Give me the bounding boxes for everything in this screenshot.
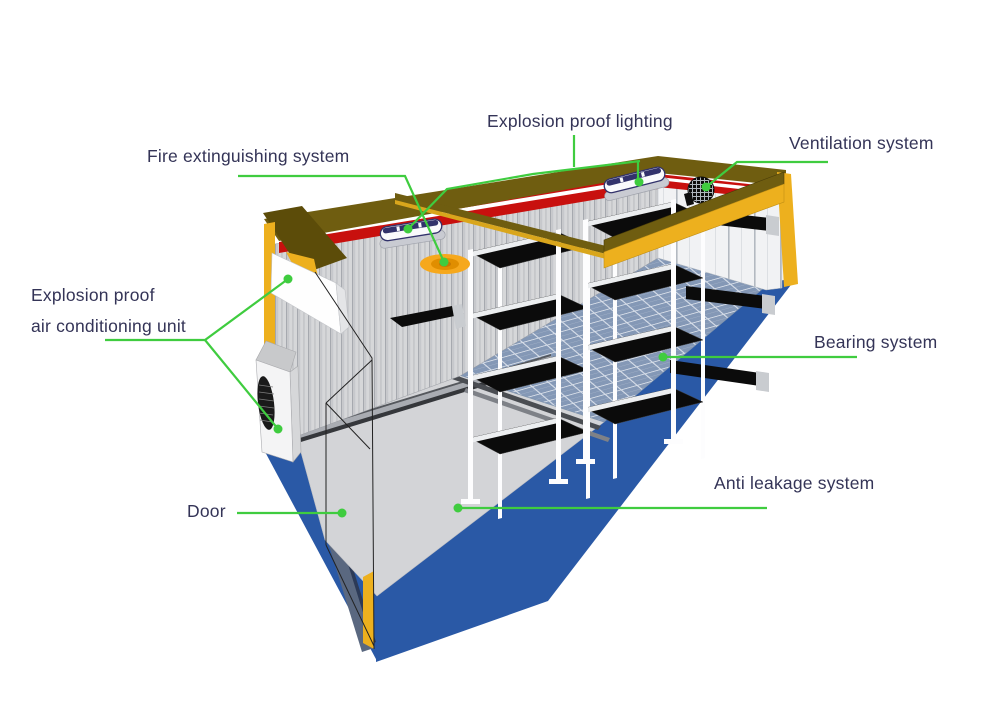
leader-lighting-left: [407, 159, 641, 230]
callout-leader-dots: [273, 177, 711, 518]
label-ac-line2: air conditioning unit: [31, 316, 186, 336]
door-outline: [314, 271, 375, 650]
roof-corner-chevron: [263, 206, 347, 274]
ac-outdoor-unit: [255, 340, 302, 463]
label-door: Door: [187, 501, 226, 521]
light-fixture-right: [603, 166, 670, 201]
leader-fire-extinguishing: [238, 174, 446, 263]
label-ac-line1: Explosion proof: [31, 285, 155, 305]
label-anti-leakage-system: Anti leakage system: [714, 473, 875, 493]
roof-fascia: [264, 156, 786, 241]
shelving-rack-2: [576, 199, 705, 479]
leader-ventilation: [705, 160, 828, 188]
leader-ac-lower: [204, 339, 279, 430]
label-explosion-proof-lighting: Explosion proof lighting: [487, 111, 673, 131]
label-bearing-system: Bearing system: [814, 332, 938, 352]
label-ventilation-system: Ventilation system: [789, 133, 934, 153]
callout-leader-lines: [105, 135, 857, 515]
label-fire-extinguishing-system: Fire extinguishing system: [147, 146, 350, 166]
wall-shelf: [390, 304, 466, 329]
end-wall-shelves: [670, 210, 779, 392]
cutaway-top-rail: [395, 171, 785, 269]
label-explosion-proof-ac-unit: Explosion proof air conditioning unit: [31, 280, 186, 342]
ac-louver-panel: [270, 252, 350, 335]
